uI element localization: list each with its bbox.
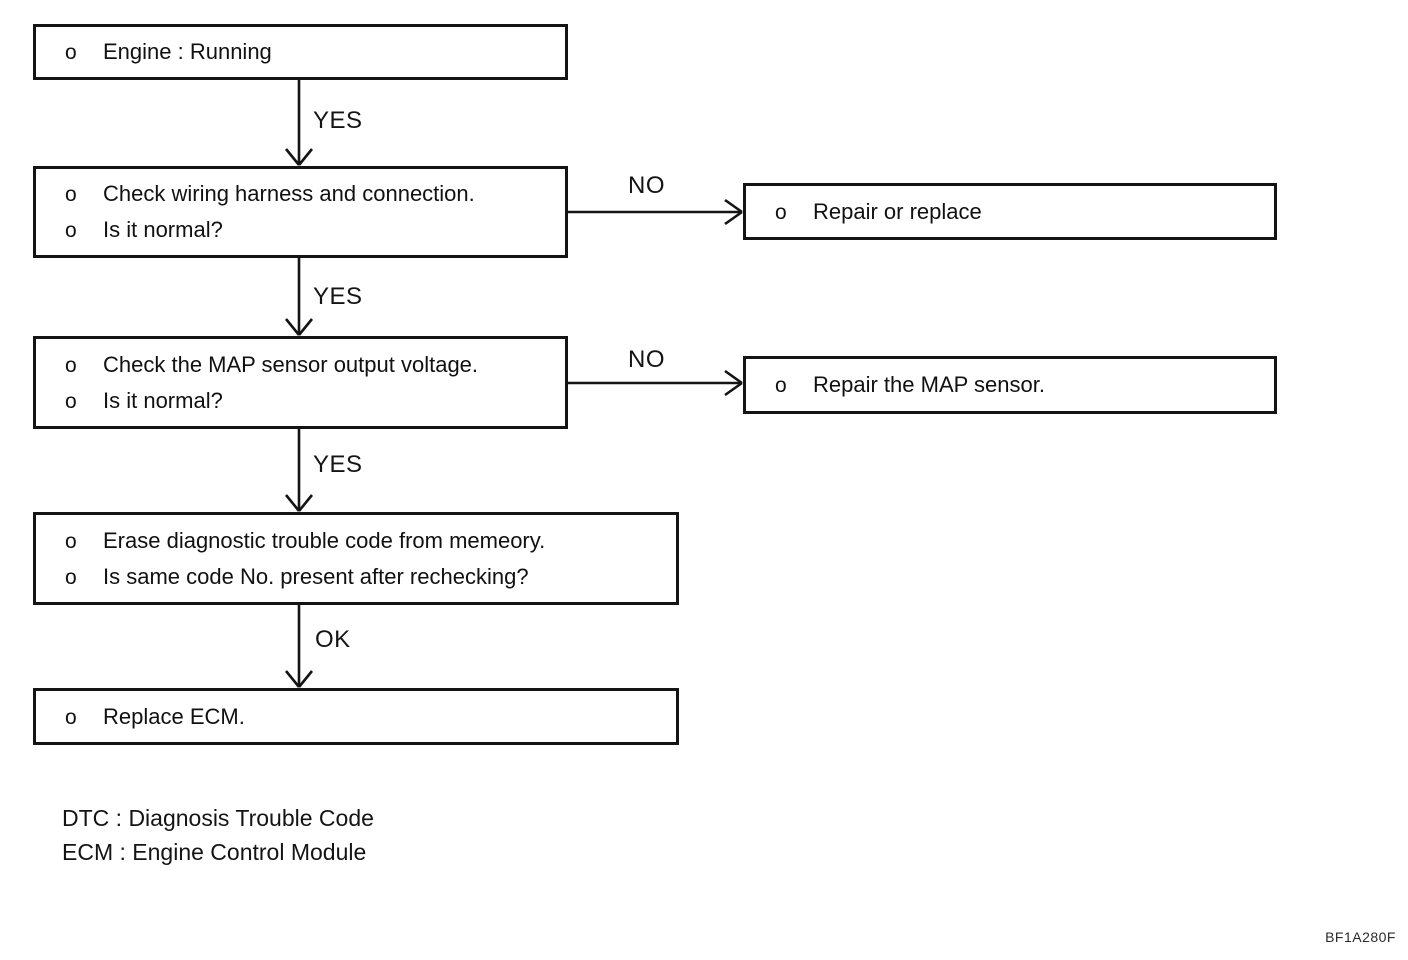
bullet: o — [65, 529, 77, 553]
node-line: o Repair or replace — [775, 194, 1268, 230]
node-erase-dtc: o Erase diagnostic trouble code from mem… — [33, 512, 679, 605]
node-line: o Is it normal? — [65, 212, 559, 248]
node-text: Repair or replace — [813, 198, 982, 224]
edge-label-no-2: NO — [628, 346, 665, 373]
edge-label-yes-2: YES — [313, 283, 363, 310]
bullet: o — [775, 200, 787, 224]
node-line: o Erase diagnostic trouble code from mem… — [65, 523, 670, 559]
bullet: o — [65, 219, 77, 242]
arrow-down-yes-2 — [284, 258, 314, 336]
node-text: Check the MAP sensor output voltage. — [103, 351, 479, 377]
edge-label-ok: OK — [315, 626, 351, 653]
bullet: o — [775, 374, 787, 397]
edge-label-no-1: NO — [628, 172, 665, 199]
node-text: Erase diagnostic trouble code from memeo… — [103, 527, 546, 553]
bullet: o — [65, 41, 77, 64]
legend-line-ecm: ECM : Engine Control Module — [62, 839, 367, 865]
bullet: o — [65, 353, 77, 377]
edge-label-yes-3: YES — [313, 451, 363, 478]
bullet: o — [65, 565, 77, 589]
node-replace-ecm: o Replace ECM. — [33, 688, 679, 745]
node-line: o Is same code No. present after recheck… — [65, 559, 670, 595]
legend: DTC : Diagnosis Trouble Code ECM : Engin… — [62, 801, 374, 869]
arrow-right-no-2 — [568, 369, 743, 397]
node-text: Is it normal? — [103, 217, 223, 242]
bullet: o — [65, 705, 77, 729]
arrow-right-no-1 — [568, 198, 743, 226]
node-text: Repair the MAP sensor. — [813, 372, 1045, 397]
bullet: o — [65, 183, 77, 206]
node-text: Is it normal? — [103, 387, 223, 413]
node-line: o Replace ECM. — [65, 699, 670, 735]
node-line: o Engine : Running — [65, 34, 559, 70]
node-line: o Is it normal? — [65, 383, 559, 419]
legend-line-dtc: DTC : Diagnosis Trouble Code — [62, 805, 374, 831]
node-line: o Check wiring harness and connection. — [65, 176, 559, 212]
arrow-down-yes-3 — [284, 429, 314, 512]
node-line: o Repair the MAP sensor. — [775, 367, 1268, 403]
node-engine-running: o Engine : Running — [33, 24, 568, 80]
node-text: Engine : Running — [103, 39, 272, 64]
node-text: Is same code No. present after recheckin… — [103, 563, 529, 589]
arrow-down-yes-1 — [284, 80, 314, 166]
figure-code: BF1A280F — [1325, 929, 1396, 945]
node-line: o Check the MAP sensor output voltage. — [65, 347, 559, 383]
node-check-wiring: o Check wiring harness and connection. o… — [33, 166, 568, 258]
node-text: Check wiring harness and connection. — [103, 181, 475, 206]
node-check-map-sensor: o Check the MAP sensor output voltage. o… — [33, 336, 568, 429]
arrow-down-ok — [284, 605, 314, 688]
node-repair-or-replace: o Repair or replace — [743, 183, 1277, 240]
bullet: o — [65, 389, 77, 413]
node-text: Replace ECM. — [103, 703, 245, 729]
edge-label-yes-1: YES — [313, 107, 363, 134]
node-repair-map-sensor: o Repair the MAP sensor. — [743, 356, 1277, 414]
